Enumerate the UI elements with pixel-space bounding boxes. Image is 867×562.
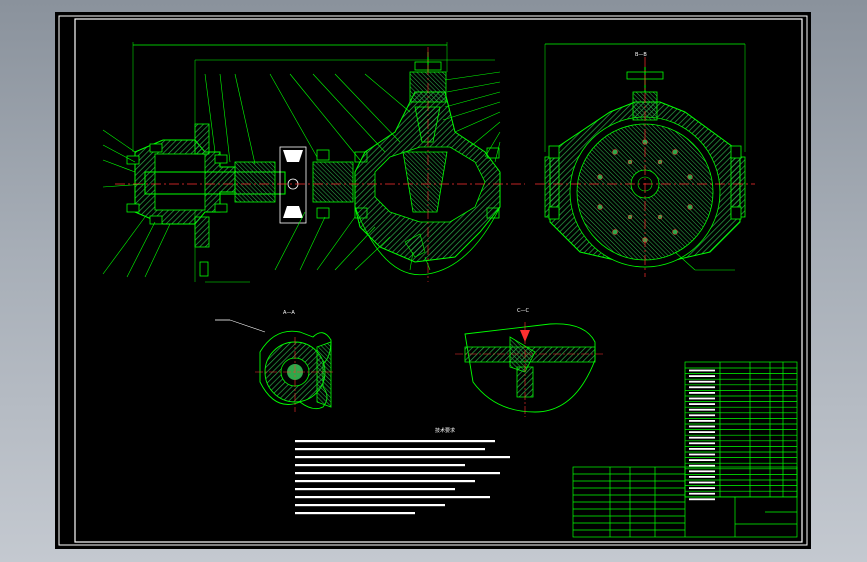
assembly-drawing: B—B A—A C—C 技术要求 <box>58 15 808 546</box>
main-section-view <box>102 42 525 283</box>
end-view: B—B <box>535 43 755 277</box>
parts-list-text <box>689 375 715 377</box>
parts-list-text <box>689 380 715 383</box>
notes-title: 技术要求 <box>435 427 455 434</box>
technical-notes: 技术要求 <box>295 427 510 515</box>
parts-list-text <box>689 453 715 456</box>
parts-list-text <box>689 470 715 473</box>
parts-list-text <box>689 464 715 467</box>
parts-list-text <box>689 492 715 495</box>
section-label-end-view: B—B <box>635 52 647 58</box>
parts-list-text <box>689 487 715 489</box>
parts-list-text <box>689 498 715 501</box>
parts-list-text <box>689 369 715 372</box>
inner-border <box>74 18 803 543</box>
parts-list-text <box>689 403 715 405</box>
section-label-c: C—C <box>517 308 529 314</box>
parts-list-text <box>689 459 715 461</box>
parts-list-text <box>689 386 715 389</box>
section-label-a: A—A <box>283 310 295 316</box>
parts-list-text <box>689 408 715 411</box>
title-block <box>572 466 798 538</box>
parts-list-text <box>689 448 715 450</box>
parts-list-text <box>689 436 715 439</box>
parts-list-text <box>689 442 715 445</box>
parts-list-text <box>689 392 715 394</box>
parts-list-text <box>689 414 715 417</box>
section-view-a: A—A <box>215 310 335 412</box>
outer-border <box>58 15 808 546</box>
parts-list-text <box>689 425 715 428</box>
section-view-c: C—C <box>455 308 605 417</box>
cad-viewport[interactable]: B—B A—A C—C 技术要求 <box>55 12 811 549</box>
parts-list-text <box>689 431 715 433</box>
parts-list-text <box>689 481 715 484</box>
parts-list-text <box>689 476 715 478</box>
parts-list <box>684 361 798 501</box>
parts-list-text <box>689 397 715 400</box>
parts-list-text <box>689 420 715 422</box>
